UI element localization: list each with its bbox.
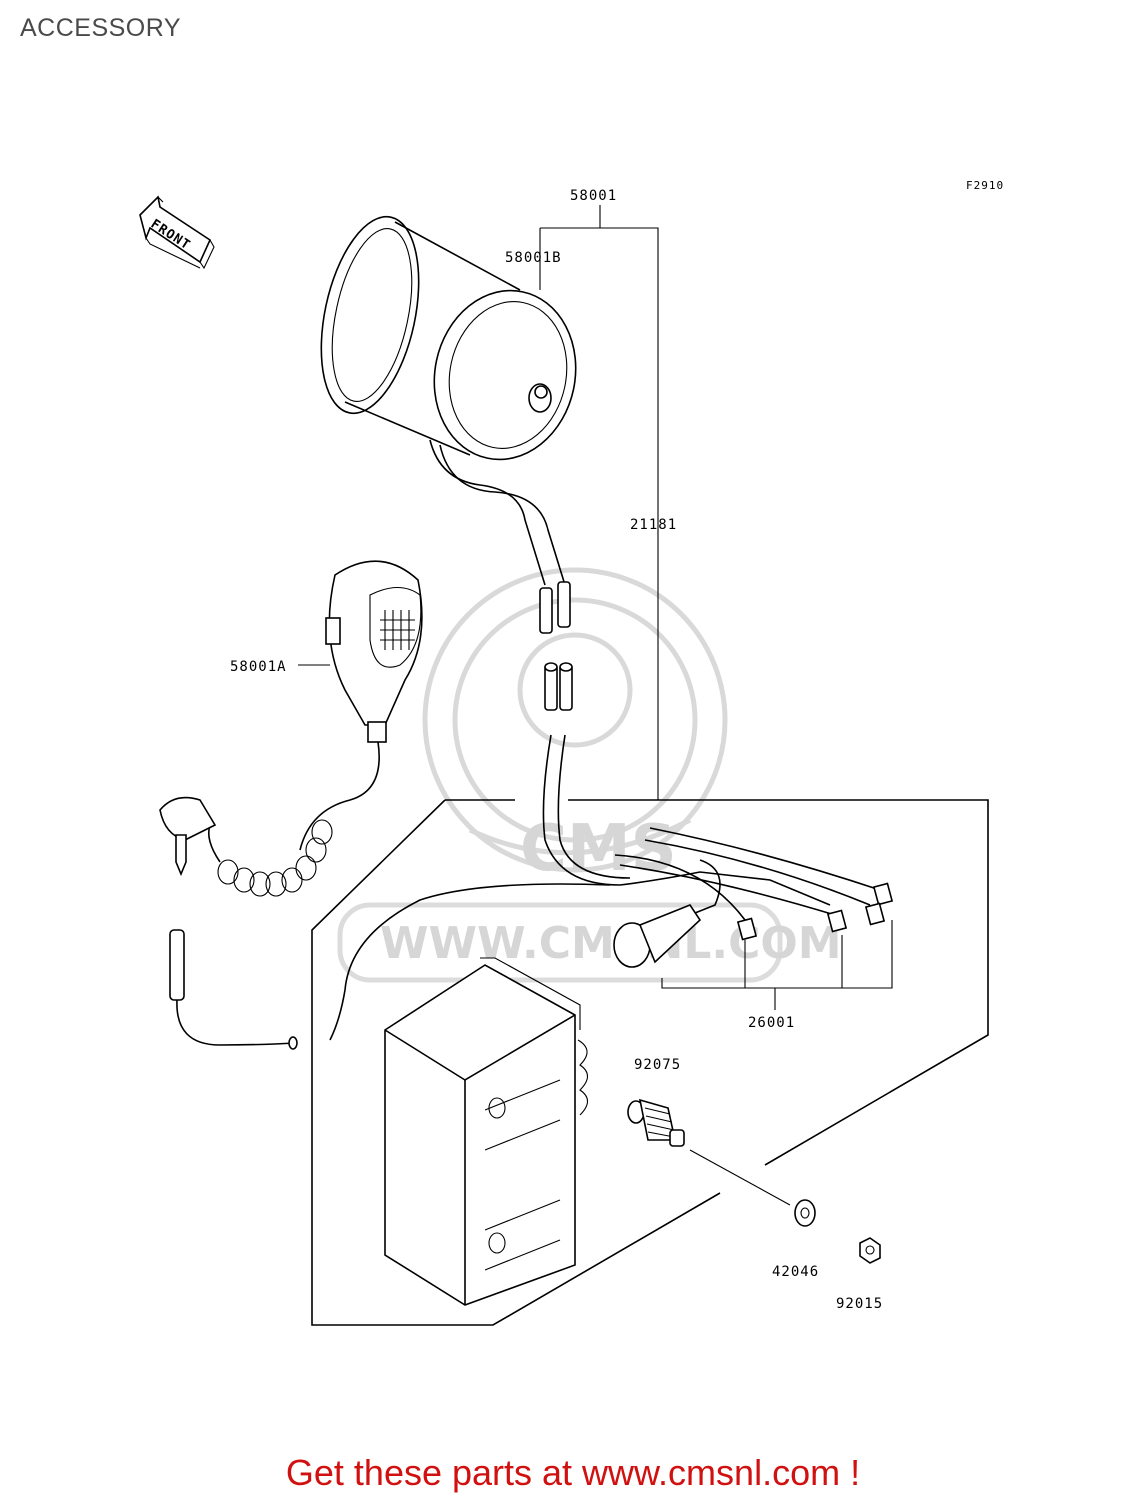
- callout-58001: 58001: [570, 188, 617, 204]
- callout-58001B: 58001B: [505, 250, 562, 266]
- assembly-bracket-outline-left: [311, 799, 721, 1326]
- nut-92015: [859, 1237, 881, 1264]
- wiring-harness-26001: [329, 662, 894, 1041]
- watermark-text: WWW.CMSNL.COM: [380, 918, 842, 969]
- watermark-logo: CMS: [520, 812, 677, 886]
- assembly-bracket-outline: [445, 799, 989, 1166]
- page-title: ACCESSORY: [20, 14, 182, 42]
- coiled-cord: [217, 819, 333, 897]
- callout-26001: 26001: [748, 1015, 795, 1031]
- callout-42046: 42046: [772, 1264, 819, 1280]
- callout-58001A: 58001A: [230, 659, 287, 675]
- fitting-92075: [627, 1098, 791, 1206]
- antenna-cable: [169, 929, 298, 1050]
- callout-92015: 92015: [836, 1296, 883, 1312]
- callout-21181: 21181: [630, 517, 677, 533]
- front-arrow-icon: FRONT: [139, 195, 215, 270]
- callout-92075: 92075: [634, 1057, 681, 1073]
- microphone-58001A: [159, 560, 423, 897]
- figure-code: F2910: [966, 179, 1004, 192]
- washer-42046: [794, 1199, 816, 1227]
- get-parts-link[interactable]: Get these parts at www.cmsnl.com !: [285, 1452, 861, 1493]
- cms-watermark: WWW.CMSNL.COM CMS: [337, 567, 842, 983]
- control-unit-box: [384, 957, 589, 1306]
- speaker-58001B: [320, 215, 577, 634]
